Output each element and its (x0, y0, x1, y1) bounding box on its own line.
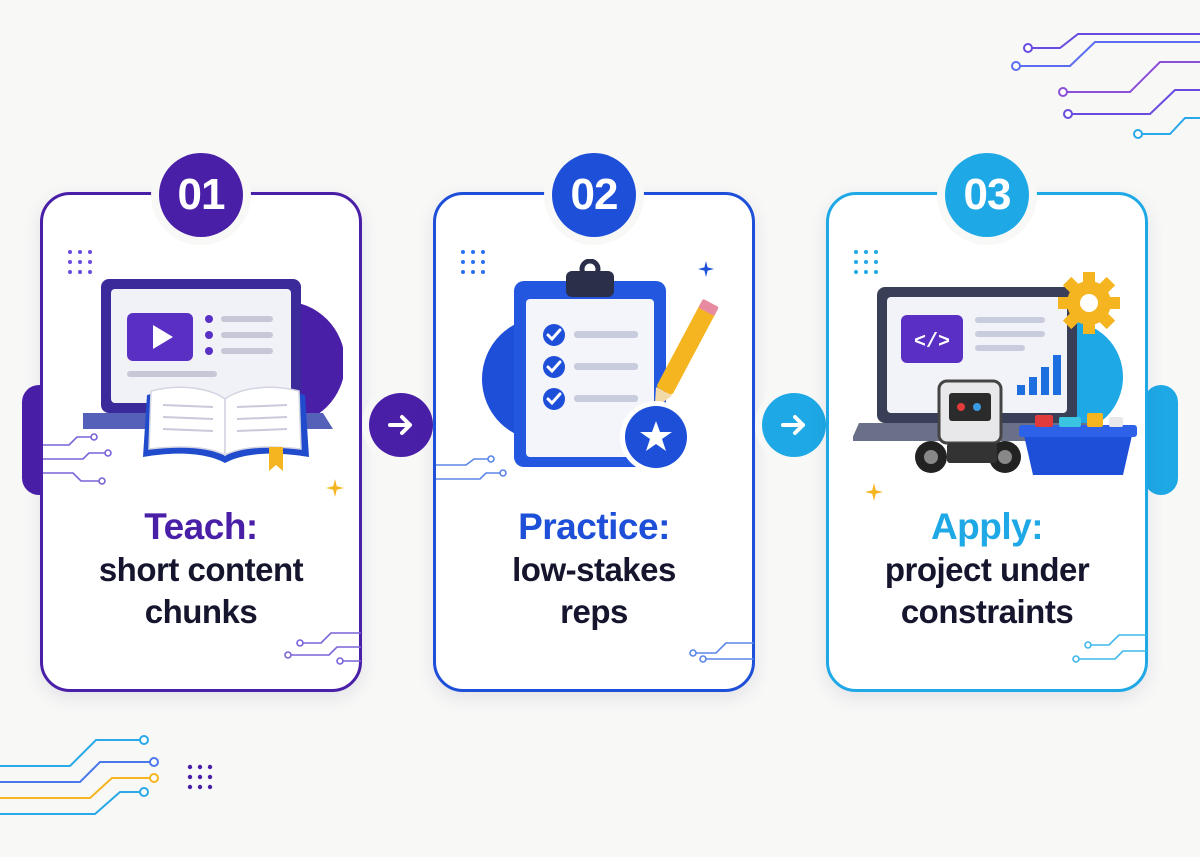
sparkle-icon (326, 479, 344, 497)
circuit-lines-icon (284, 632, 361, 665)
circuit-lines-icon (689, 642, 754, 663)
arrow-right-icon (781, 415, 805, 435)
step-description-line: chunks (144, 593, 258, 630)
step-number-badge: 02 (552, 153, 636, 237)
step-description-line: constraints (900, 593, 1074, 630)
step-number: 03 (963, 170, 1012, 219)
step-number: 01 (177, 170, 226, 219)
step-description-line: short content (98, 551, 304, 588)
step-number-badge: 01 (159, 153, 243, 237)
circuit-lines-icon (1072, 634, 1147, 663)
step-card-apply: </> (826, 192, 1148, 692)
step-number-badge: 03 (945, 153, 1029, 237)
dot-grid-decoration (187, 764, 213, 790)
circuit-lines-icon (436, 455, 507, 480)
step-card-practice: Practice: low-stakes reps (433, 192, 755, 692)
step-card-teach: Teach: short content chunks (40, 192, 362, 692)
laptop-book-icon (83, 279, 343, 471)
step-connector-arrow (762, 393, 826, 457)
step-label: Practice: low-stakes reps (436, 505, 752, 633)
card-edge-accent (1144, 385, 1178, 495)
laptop-robot-icon: </> (853, 272, 1137, 475)
dot-grid-icon (854, 250, 878, 274)
step-title: Apply: (930, 506, 1044, 547)
arrow-right-icon (388, 415, 412, 435)
dot-grid-icon (68, 250, 92, 274)
circuit-decoration-top-right (1011, 33, 1200, 139)
step-connector-arrow (369, 393, 433, 457)
step-description-line: project under (884, 551, 1090, 588)
circuit-lines-icon (43, 433, 112, 485)
svg-text:</>: </> (914, 331, 950, 354)
step-description-line: low-stakes (512, 551, 676, 588)
step-label: Apply: project under constraints (829, 505, 1145, 633)
step-title: Teach: (144, 506, 258, 547)
sparkle-icon (698, 261, 714, 277)
dot-grid-icon (461, 250, 485, 274)
sparkle-icon (865, 483, 883, 501)
step-description-line: reps (560, 593, 628, 630)
circuit-decoration-bottom-left (0, 735, 159, 815)
step-label: Teach: short content chunks (43, 505, 359, 633)
step-title: Practice: (518, 506, 670, 547)
step-number: 02 (570, 170, 619, 219)
clipboard-checklist-icon (482, 259, 719, 473)
